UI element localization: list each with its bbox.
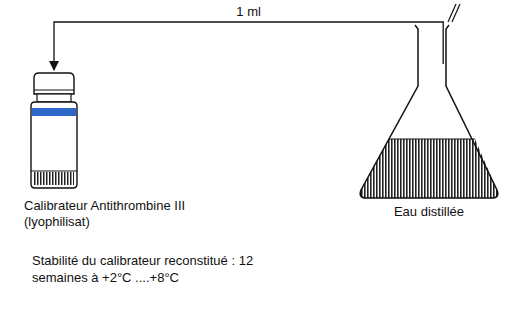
flask-shape bbox=[358, 24, 500, 200]
volume-label: 1 ml bbox=[233, 4, 264, 19]
pipette-mark bbox=[452, 4, 460, 22]
flask-node: Eau distillée bbox=[358, 24, 500, 200]
vial-node: Calibrateur Antithrombine III (lyophilis… bbox=[28, 72, 80, 190]
node-caption: Calibrateur Antithrombine III (lyophilis… bbox=[24, 198, 234, 230]
stability-note: Stabilité du calibrateur reconstitué : 1… bbox=[32, 252, 282, 286]
vial-shape bbox=[28, 72, 80, 190]
pipette-mark bbox=[448, 4, 456, 22]
transfer-arrow bbox=[54, 22, 443, 70]
node-caption: Eau distillée bbox=[358, 204, 500, 220]
